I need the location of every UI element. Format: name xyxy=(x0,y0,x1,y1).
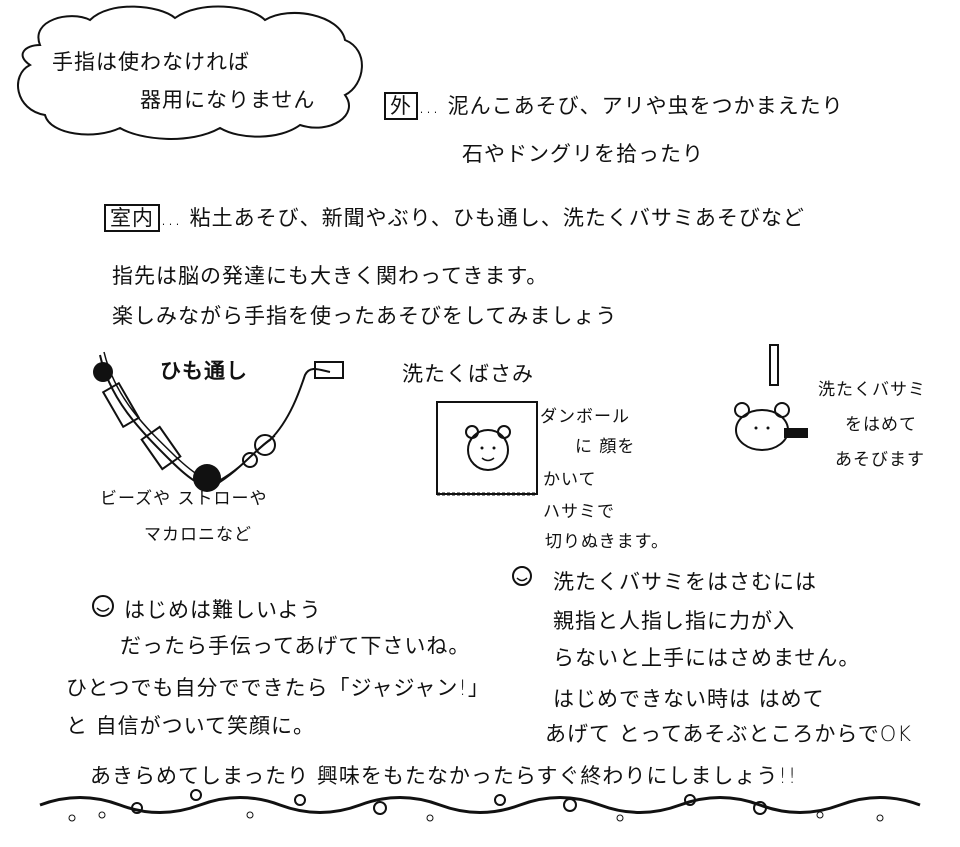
cardboard-caption-5: 切りぬきます。 xyxy=(545,532,669,552)
tip1-line-1: はじめは難しいよう xyxy=(124,598,322,622)
cloud-line-2: 器用になりません xyxy=(140,88,316,112)
intro-line-2: 楽しみながら手指を使ったあそびをしてみましょう xyxy=(112,304,618,328)
sentaku-title: 洗たくばさみ xyxy=(402,362,534,386)
indoor-row: 室内… 粘土あそび、新聞やぶり、ひも通し、洗たくバサミあそびなど xyxy=(104,202,805,232)
himo-title: ひも通し xyxy=(160,359,248,383)
outdoor-row: 外… 泥んこあそび、アリや虫をつかまえたり xyxy=(384,90,844,120)
wavy-border xyxy=(39,789,921,822)
cardboard-caption-3: かいて xyxy=(543,470,597,490)
bear-caption-3: あそびます xyxy=(835,450,925,470)
tip2-line-4: はじめできない時は はめて xyxy=(553,687,825,711)
bear-clothespin-drawing xyxy=(734,344,808,451)
cardboard-caption-1: ダンボール xyxy=(540,407,630,427)
tip2-line-5: あげて とってあそぶところからでOK xyxy=(545,722,913,746)
smiley-icon-2 xyxy=(512,566,532,586)
indoor-text: … 粘土あそび、新聞やぶり、ひも通し、洗たくバサミあそびなど xyxy=(160,206,805,230)
cardboard-caption-2: に 顔を xyxy=(575,437,636,457)
tip2-line-1: 洗たくバサミをはさむには xyxy=(553,570,817,594)
indoor-label: 室内 xyxy=(104,204,160,232)
cloud-line-1: 手指は使わなければ xyxy=(52,50,250,74)
tip1-line-3: ひとつでも自分でできたら「ジャジャン!」 xyxy=(66,676,490,700)
tip1-line-2: だったら手伝ってあげて下さいね。 xyxy=(120,634,471,658)
outdoor-line-2: 石やドングリを拾ったり xyxy=(462,142,704,166)
intro-line-1: 指先は脳の発達にも大きく関わってきます。 xyxy=(112,264,549,288)
tip1-line-4: と 自信がついて笑顔に。 xyxy=(66,714,316,738)
cloud-shape xyxy=(17,5,363,140)
tip2-line-3: らないと上手にはさめません。 xyxy=(553,646,861,670)
himo-caption-2: マカロニなど xyxy=(144,525,252,545)
outdoor-line-1: … 泥んこあそび、アリや虫をつかまえたり xyxy=(418,94,844,118)
bear-caption-2: をはめて xyxy=(845,415,917,435)
outdoor-label: 外 xyxy=(384,92,418,120)
bear-caption-1: 洗たくバサミ xyxy=(818,380,926,400)
string-beads-drawing xyxy=(93,351,344,492)
cardboard-face-drawing xyxy=(436,401,538,496)
cardboard-caption-4: ハサミで xyxy=(543,502,615,522)
closing-text: あきらめてしまったり 興味をもたなかったらすぐ終わりにしましょう!! xyxy=(90,764,798,788)
tip2-line-2: 親指と人指し指に力が入 xyxy=(553,609,795,633)
smiley-icon-1 xyxy=(92,595,114,617)
himo-caption-1: ビーズや ストローや xyxy=(100,489,268,509)
